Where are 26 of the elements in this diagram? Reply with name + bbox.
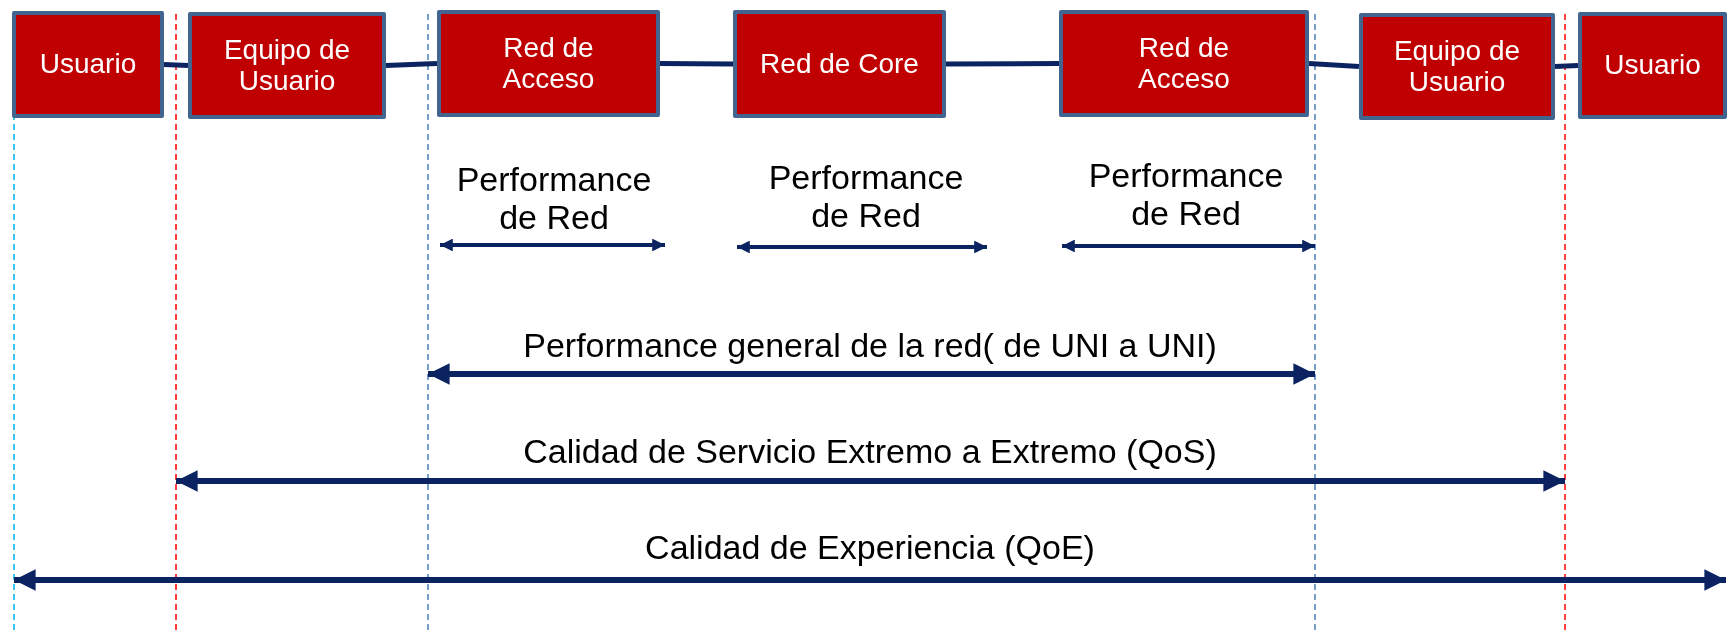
measure-label: Performance general de la red( de UNI a UNI) — [523, 326, 1217, 365]
network-box — [733, 10, 946, 118]
box-label: Equipo de Usuario — [222, 34, 352, 97]
network-box — [188, 12, 386, 119]
connector-line — [660, 61, 733, 67]
box-label: Usuario — [1604, 50, 1701, 81]
network-box — [437, 10, 660, 117]
box-label: Red de Core — [760, 48, 919, 80]
measure-label: Performance de Red — [1087, 156, 1285, 233]
connector-line — [163, 62, 189, 68]
box-label: Red de Acceso — [501, 32, 596, 95]
network-box — [1578, 12, 1727, 119]
box-label: Usuario — [39, 49, 137, 80]
network-box — [12, 11, 164, 118]
connector-line — [1308, 61, 1360, 69]
connector-line — [1554, 63, 1579, 69]
network-box — [1059, 10, 1309, 117]
measure-label: Calidad de Experiencia (QoE) — [645, 528, 1095, 567]
connector-line — [385, 61, 438, 68]
measure-label: Performance de Red — [455, 160, 653, 237]
connector-line — [946, 61, 1059, 67]
measure-label: Performance de Red — [767, 158, 965, 235]
box-label: Equipo de Usuario — [1392, 35, 1522, 98]
box-label: Red de Acceso — [1137, 32, 1231, 95]
measure-label: Calidad de Servicio Extremo a Extremo (QoS) — [523, 432, 1217, 471]
network-box — [1359, 13, 1555, 120]
